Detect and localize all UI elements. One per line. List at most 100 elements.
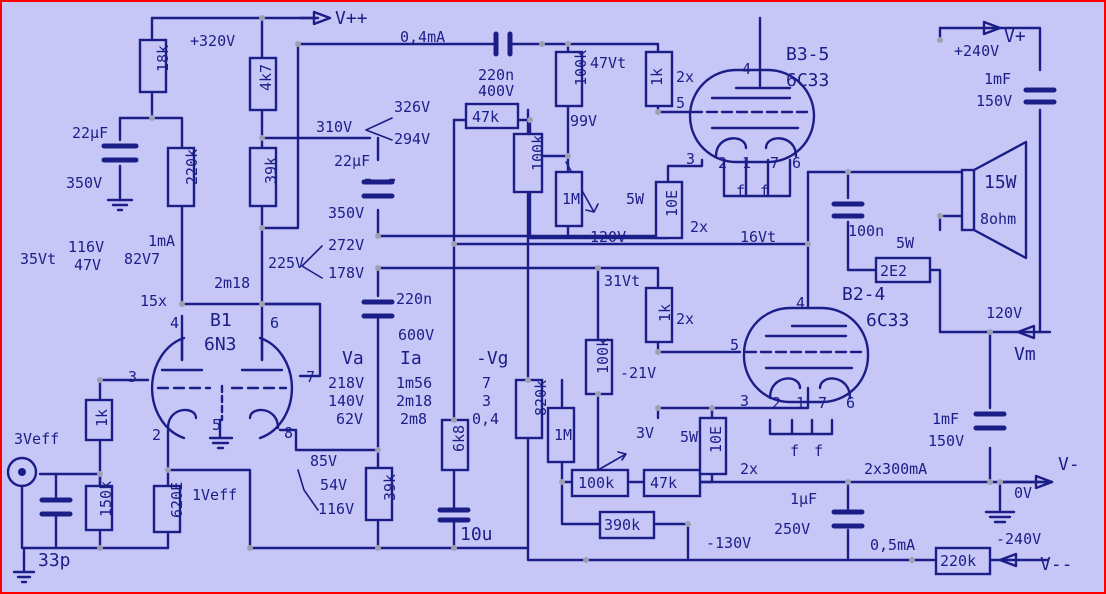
v600: 600V (398, 326, 434, 344)
speaker (942, 140, 1028, 260)
junctions (97, 15, 1003, 563)
b3-pin-4: 4 (742, 60, 751, 78)
r220k-label: 220k (183, 149, 201, 185)
v310: 310V (316, 118, 352, 136)
x15: 15x (140, 292, 167, 310)
c1u-label: 1µF (790, 490, 817, 508)
resistor-39k-b (364, 466, 394, 522)
resistor-820k (514, 378, 544, 440)
v150-a: 150V (976, 92, 1012, 110)
v-21: -21V (620, 364, 656, 382)
w5-b: 5W (680, 428, 699, 446)
b1-pin-6: 6 (270, 314, 279, 332)
labels: V++ +320V 0,4mA V+ +240V B3-5 6C33 1mF 1… (14, 8, 1080, 575)
tube-b1-ref: B1 (210, 310, 232, 331)
ia-2: 2m18 (396, 392, 432, 410)
r2e2-label: 2E2 (880, 262, 907, 280)
resistor-47k-a (464, 102, 520, 130)
tube-b2-ref: B2-4 (842, 284, 885, 305)
v35vt: 35Vt (20, 250, 56, 268)
v85: 85V (310, 452, 337, 470)
b3-pin-7: 7 (770, 154, 779, 172)
v120-a: 120V (590, 228, 626, 246)
r150k-label: 150k (97, 481, 115, 517)
resistor-2e2 (874, 256, 932, 284)
r47k-a-label: 47k (472, 108, 499, 126)
r1m-b-label: 1M (554, 426, 572, 444)
v47: 47V (74, 256, 101, 274)
v-minus240: -240V (996, 530, 1041, 548)
v-zero: 0V (1014, 484, 1032, 502)
b2-pin-6: 6 (846, 394, 855, 412)
v54: 54V (320, 476, 347, 494)
v116-b: 116V (318, 500, 354, 518)
c1mf-b-label: 1mF (932, 410, 959, 428)
cap-220n-b (361, 299, 395, 319)
r1m-a-label: 1M (562, 190, 580, 208)
c220n-a-label: 220n (478, 66, 514, 84)
v82v7: 82V7 (124, 250, 160, 268)
spk-impedance: 8ohm (980, 210, 1016, 228)
r4k7-label: 4k7 (257, 64, 275, 91)
capacitors (39, 31, 1057, 529)
resistor-4k7 (248, 56, 278, 112)
r100k-b-label: 100k (572, 50, 590, 86)
b1-pin-2: 2 (152, 426, 161, 444)
va-2: 140V (328, 392, 364, 410)
resistor-390k (598, 510, 656, 540)
resistor-220k (166, 146, 196, 208)
r39k-a-label: 39k (262, 157, 280, 184)
v225: 225V (268, 254, 304, 272)
x2-a: 2x (676, 68, 694, 86)
v47vt: 47Vt (590, 54, 626, 72)
col-va: Va (342, 348, 364, 369)
heater-f-3: f (790, 442, 799, 460)
r820k-label: 820k (532, 380, 550, 416)
resistor-18k (138, 38, 168, 94)
resistor-1k-c (84, 398, 114, 442)
col-ia: Ia (400, 348, 422, 369)
c33p-label: 33p (38, 550, 71, 571)
r6k8-label: 6k8 (450, 425, 468, 452)
resistor-10e-b (698, 416, 728, 476)
b3-pin-2: 2 (718, 154, 727, 172)
v-130: -130V (706, 534, 751, 552)
b3-pin-5: 5 (676, 94, 685, 112)
resistor-100k-a (512, 132, 544, 194)
resistor-620 (152, 484, 182, 534)
cap-1mf-a (1023, 87, 1057, 105)
b1-pin-5: 5 (212, 416, 221, 434)
r100k-a-label: 100k (529, 135, 547, 171)
v350-a: 350V (66, 174, 102, 192)
resistor-39k-a (248, 146, 278, 208)
r10e-b-label: 10E (707, 426, 725, 453)
heater-f-1: f (736, 182, 745, 200)
rail-vp: V+ (1004, 26, 1026, 47)
c22u-b-label: 22µF (334, 152, 370, 170)
v400: 400V (478, 82, 514, 100)
rail-vpp: V++ (335, 8, 368, 29)
b1-pin-3: 3 (128, 368, 137, 386)
heater-f-4: f (814, 442, 823, 460)
v150-b: 150V (928, 432, 964, 450)
v326: 326V (394, 98, 430, 116)
c100n-label: 100n (848, 222, 884, 240)
b3-pin-6: 6 (792, 154, 801, 172)
resistor-1k-b (644, 286, 674, 344)
b2-pin-4: 4 (796, 294, 805, 312)
tube-b3 (688, 58, 816, 164)
cap-1uf (831, 509, 865, 529)
cap-10u (437, 507, 471, 523)
c1mf-a-label: 1mF (984, 70, 1011, 88)
rail-vm: V- (1058, 454, 1080, 475)
vg-3: 0,4 (472, 410, 499, 428)
b1-pin-4: 4 (170, 314, 179, 332)
b2-pin-5: 5 (730, 336, 739, 354)
v116: 116V (68, 238, 104, 256)
r100k-d-label: 100k (578, 474, 614, 492)
i-04ma: 0,4mA (400, 28, 445, 46)
tube-b2-type: 6C33 (866, 310, 909, 331)
cap-1mf-b (973, 411, 1007, 431)
